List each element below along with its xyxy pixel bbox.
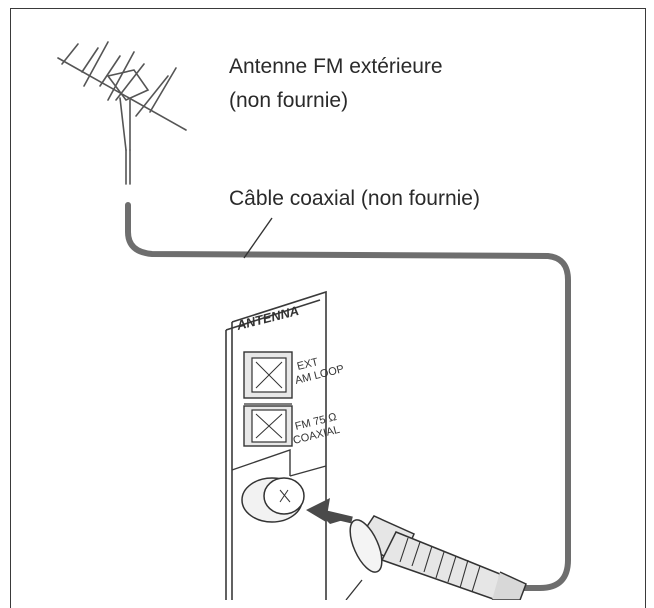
am-loop-terminal <box>243 351 293 405</box>
antenna-name-label: Antenne FM extérieure <box>229 55 443 78</box>
panel-step <box>231 449 327 477</box>
ext-label: EXT <box>296 356 320 373</box>
insert-arrow-icon <box>306 498 353 524</box>
fm-coax-jack <box>241 477 305 523</box>
fm-antenna-icon <box>57 41 187 185</box>
plug-leader-line <box>345 579 363 600</box>
rear-panel <box>225 290 327 600</box>
coax-plug-connector <box>349 515 527 600</box>
fm-terminal <box>243 405 293 447</box>
panel-title: ANTENNA <box>234 303 300 333</box>
cable-label: Câble coaxial (non fournie) <box>229 187 480 210</box>
diagram-frame <box>10 8 646 608</box>
coaxial-cable <box>125 202 571 591</box>
cable-leader-line <box>243 217 273 259</box>
antenna-note-label: (non fournie) <box>229 89 349 112</box>
